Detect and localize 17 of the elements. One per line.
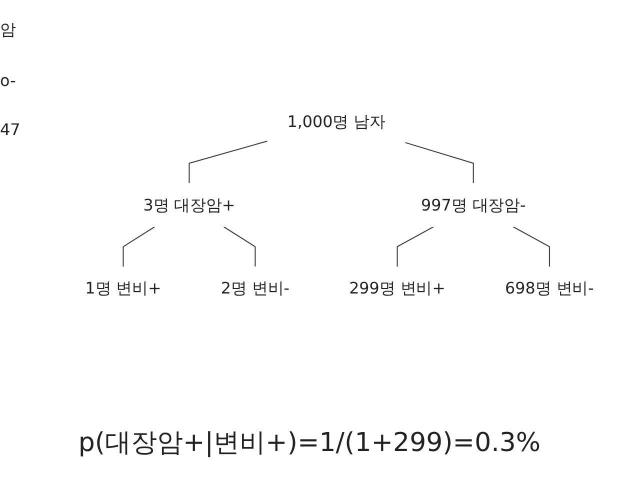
node-text: 997명 대장암- — [421, 196, 526, 214]
connector — [404, 142, 474, 184]
connector — [188, 140, 268, 184]
node-text: 299명 변비+ — [349, 279, 446, 298]
connector — [223, 226, 256, 268]
node-text: 2명 변비- — [220, 279, 290, 298]
cropped-text: 47 — [0, 120, 22, 139]
cropped-text: 암 — [0, 20, 17, 41]
formula-caption: p(대장암+|변비+)=1/(1+299)=0.3% — [77, 427, 542, 460]
cropped-text: o- — [0, 71, 17, 90]
node-text: 698명 변비- — [505, 279, 594, 298]
node-text: 1,000명 남자 — [287, 112, 386, 131]
connector — [122, 226, 156, 268]
connector — [396, 226, 434, 268]
node-text: 3명 대장암+ — [143, 196, 236, 214]
node-text: 1명 변비+ — [85, 279, 162, 298]
connector — [512, 226, 550, 268]
